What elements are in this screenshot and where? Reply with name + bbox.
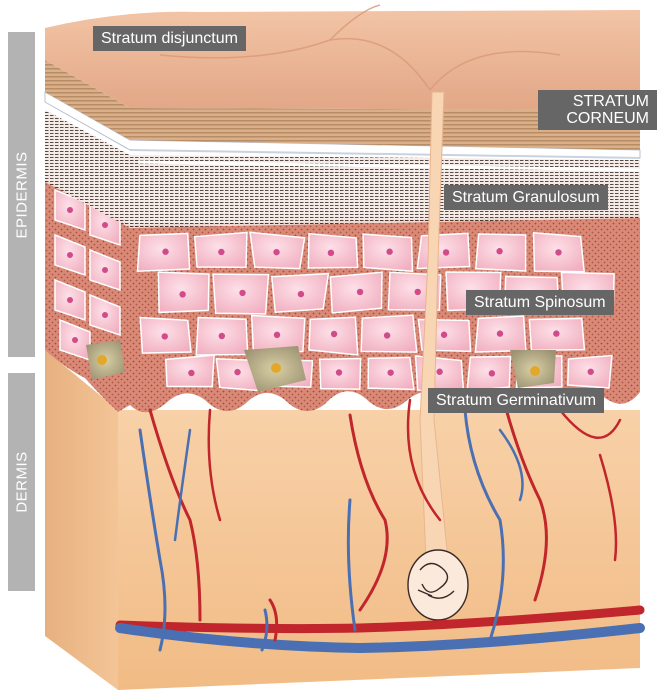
cell-nucleus <box>489 370 495 376</box>
cell-nucleus <box>67 297 73 303</box>
label-stratum-corneum-line2: CORNEUM <box>546 110 649 127</box>
cell-nucleus <box>102 267 108 273</box>
epidermis-label: EPIDERMIS <box>13 151 30 238</box>
cell-nucleus <box>188 370 194 376</box>
cell-nucleus <box>239 290 245 296</box>
label-stratum-spinosum: Stratum Spinosum <box>466 290 614 315</box>
cell-nucleus <box>336 369 342 375</box>
cell-nucleus <box>234 369 240 375</box>
cell-nucleus <box>441 332 447 338</box>
cell-nucleus <box>357 289 363 295</box>
cell-nucleus <box>496 248 502 254</box>
cell-nucleus <box>102 312 108 318</box>
label-stratum-corneum-line1: STRATUM <box>546 93 649 110</box>
cell-nucleus <box>162 333 168 339</box>
cell-nucleus <box>179 291 185 297</box>
cell-nucleus <box>553 330 559 336</box>
cell-nucleus <box>555 249 561 255</box>
sweat-gland <box>408 550 468 620</box>
dermis-label: DERMIS <box>13 451 30 512</box>
cell-nucleus <box>218 249 224 255</box>
cell-nucleus <box>497 330 503 336</box>
cell-nucleus <box>274 332 280 338</box>
cell-nucleus <box>387 369 393 375</box>
cell-nucleus <box>588 369 594 375</box>
label-stratum-granulosum: Stratum Granulosum <box>444 185 608 210</box>
cell-nucleus <box>162 249 168 255</box>
cell-nucleus <box>328 250 334 256</box>
cell-nucleus <box>436 369 442 375</box>
cell-nucleus <box>331 331 337 337</box>
label-stratum-corneum: STRATUM CORNEUM <box>538 90 657 130</box>
cell-nucleus <box>67 207 73 213</box>
cell-nucleus <box>443 249 449 255</box>
cell-nucleus <box>72 337 78 343</box>
dermis-bar: DERMIS <box>8 373 35 591</box>
cell-nucleus <box>273 249 279 255</box>
label-stratum-disjunctum: Stratum disjunctum <box>93 26 246 51</box>
cell-nucleus <box>102 222 108 228</box>
skin-cell <box>330 272 382 313</box>
cell-nucleus <box>386 249 392 255</box>
label-stratum-germinativum: Stratum Germinativum <box>428 388 604 413</box>
cell-nucleus <box>298 291 304 297</box>
epidermis-bar: EPIDERMIS <box>8 32 35 357</box>
cell-nucleus <box>219 333 225 339</box>
cell-nucleus <box>415 289 421 295</box>
cell-nucleus <box>67 252 73 258</box>
cell-nucleus <box>384 332 390 338</box>
